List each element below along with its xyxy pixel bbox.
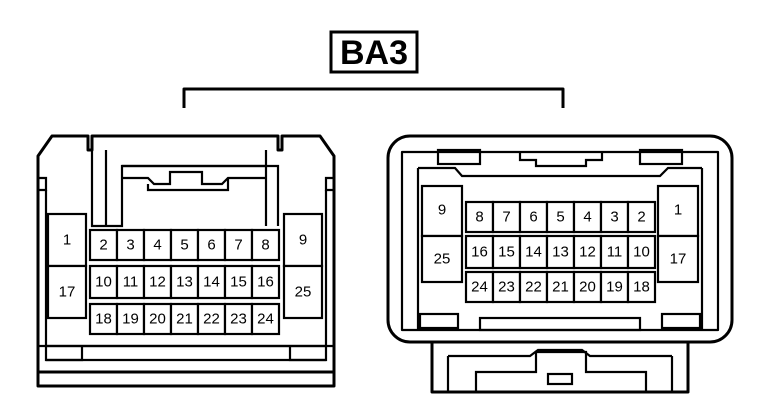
pin-label: 18 (633, 279, 650, 296)
pin-label: 4 (583, 209, 591, 226)
pin-label: 8 (475, 209, 483, 226)
pin-label: 24 (257, 311, 274, 328)
pin-label: 4 (153, 237, 161, 254)
pin-label: 17 (670, 251, 687, 268)
pin-label: 3 (610, 209, 618, 226)
pin-label: 11 (607, 244, 623, 261)
pin-label: 11 (123, 274, 139, 291)
connector-bracket (182, 87, 565, 108)
pin-label: 22 (203, 311, 220, 328)
title-box (329, 30, 419, 74)
pin-label: 13 (176, 274, 193, 291)
pin-label: 21 (552, 279, 569, 296)
pin-label: 23 (230, 311, 247, 328)
pin-label: 10 (95, 274, 112, 291)
pin-label: 3 (126, 237, 134, 254)
pin-label: 2 (99, 237, 107, 254)
pin-label: 7 (502, 209, 510, 226)
pin-label: 15 (498, 244, 515, 261)
pin-label: 5 (180, 237, 188, 254)
pin-label: 6 (529, 209, 537, 226)
pin-label: 15 (230, 274, 247, 291)
right-pin-grid: 9 25 8 7 6 5 4 3 2 16 15 14 13 12 11 10 … (420, 184, 700, 304)
pin-label: 20 (579, 279, 596, 296)
pin-label: 9 (438, 202, 446, 219)
pin-label: 25 (295, 284, 312, 301)
right-connector-housing (386, 134, 734, 394)
pin-label: 14 (525, 244, 542, 261)
pin-label: 14 (203, 274, 220, 291)
pin-label: 22 (525, 279, 542, 296)
pin-label: 25 (434, 251, 451, 268)
pin-label: 5 (556, 209, 564, 226)
pin-label: 20 (149, 311, 166, 328)
pin-label: 18 (95, 311, 112, 328)
pin-label: 1 (63, 232, 71, 249)
pin-label: 6 (207, 237, 215, 254)
pin-label: 7 (234, 237, 242, 254)
pin-label: 13 (552, 244, 569, 261)
pin-label: 8 (261, 237, 269, 254)
pin-label: 9 (299, 232, 307, 249)
pin-label: 16 (257, 274, 274, 291)
pin-label: 16 (471, 244, 488, 261)
left-pin-grid: 1 17 2 3 4 5 6 7 8 10 11 12 13 14 15 16 … (46, 212, 324, 336)
pin-label: 21 (176, 311, 193, 328)
pin-label: 23 (498, 279, 515, 296)
diagram-title: BA3 (340, 34, 408, 72)
pin-label: 12 (149, 274, 166, 291)
pin-label: 1 (674, 202, 682, 219)
left-connector-housing (36, 134, 336, 388)
pin-label: 10 (633, 244, 650, 261)
pin-label: 24 (471, 279, 488, 296)
pin-label: 2 (637, 209, 645, 226)
pin-label: 17 (59, 284, 76, 301)
pin-label: 19 (122, 311, 139, 328)
pin-label: 19 (606, 279, 623, 296)
pin-label: 12 (579, 244, 596, 261)
